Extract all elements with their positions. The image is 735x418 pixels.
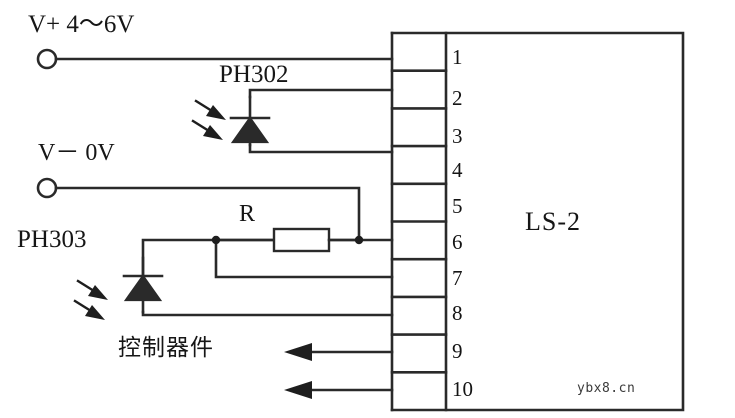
resistor-r-body <box>272 227 331 253</box>
ph303-light-arrowhead-1 <box>88 285 108 300</box>
terminal-post-v-minus <box>36 177 58 199</box>
wire-ph303-anode-to-pin8 <box>141 310 394 317</box>
control-device-label: 控制器件 <box>118 335 214 361</box>
pin-number-7: 7 <box>452 266 463 290</box>
ph302-diode-triangle <box>230 116 270 144</box>
resistor-label: R <box>239 201 256 227</box>
watermark-label: ybx8.cn <box>577 381 636 396</box>
device-model-label: LS-2 <box>525 207 581 236</box>
photodiode-1-label: PH302 <box>219 61 289 88</box>
pin-number-9: 9 <box>452 339 463 363</box>
pin-number-3: 3 <box>452 124 463 148</box>
ph302-light-arrowhead-2 <box>203 125 223 140</box>
pin-number-10: 10 <box>452 377 473 401</box>
pin-number-4: 4 <box>452 158 463 182</box>
photodiode-2-label: PH303 <box>17 226 87 253</box>
wire-ph302-anode-to-pin4 <box>248 143 394 154</box>
ph302-light-arrowhead-1 <box>206 105 226 120</box>
arrowhead-pin9 <box>284 343 312 361</box>
wire-vminus-to-pin6 <box>54 186 394 242</box>
wire-ph303-node-to-pin7 <box>214 238 394 279</box>
junction-dot-left <box>211 235 221 245</box>
terminal-post-v-plus <box>36 48 58 70</box>
pin-number-5: 5 <box>452 194 463 218</box>
device-body-outline <box>390 31 685 412</box>
wire-ph302-cathode-to-pin2 <box>248 88 394 99</box>
ph303-light-arrowhead-2 <box>85 305 105 320</box>
pin-number-1: 1 <box>452 45 463 69</box>
arrowhead-pin10 <box>284 381 312 399</box>
junction-dot-right <box>354 235 364 245</box>
ph303-diode-triangle <box>123 274 163 302</box>
supply-positive-label: V+ 4～6V <box>28 11 135 38</box>
pin-number-6: 6 <box>452 230 463 254</box>
supply-negative-label: V－ 0V <box>38 140 115 166</box>
pin-number-2: 2 <box>452 86 463 110</box>
pin-number-8: 8 <box>452 301 463 325</box>
